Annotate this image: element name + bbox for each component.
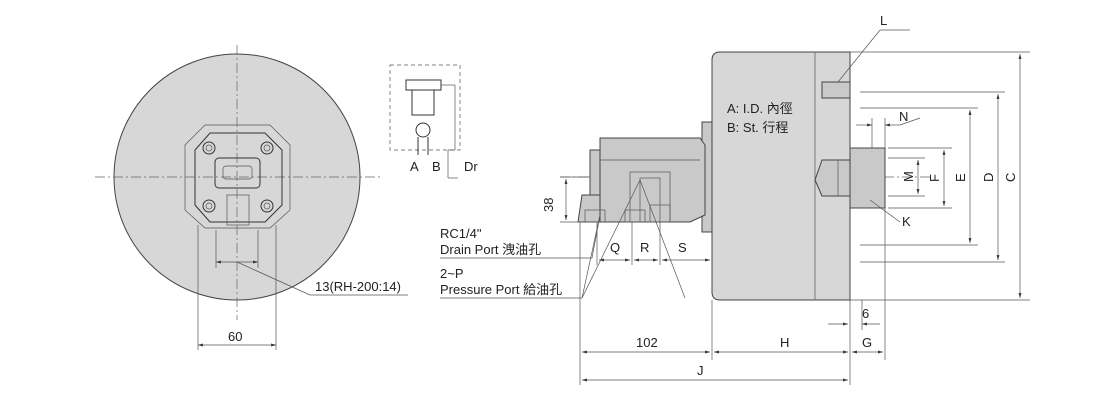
dim-h: H [780,335,789,350]
port-size-note: 13(RH-200:14) [315,279,401,294]
valve-block-outline [194,132,283,223]
dim-c: C [1003,173,1018,182]
front-view [95,45,408,350]
dim-j: J [697,363,704,378]
pressure-port-count: 2~P [440,266,464,281]
piston-rod [849,147,886,209]
dim-s: S [678,240,687,255]
dim-k: K [902,214,911,229]
note-inner-diameter: A: I.D. 內徑 [727,101,793,116]
dim-l: L [880,13,887,28]
drain-port-label: Drain Port 洩油孔 [440,242,541,257]
width-dimension: 60 [228,329,242,344]
dim-6: 6 [862,306,869,321]
symbol-port-dr: Dr [464,159,478,174]
note-stroke: B: St. 行程 [727,120,788,135]
dim-102: 102 [636,335,658,350]
dim-e: E [953,173,968,182]
dim-q: Q [610,240,620,255]
dim-m: M [901,171,916,182]
dim-n: N [899,109,908,124]
cylinder-body [711,51,851,301]
dim-r: R [640,240,649,255]
drain-port-size: RC1/4" [440,226,482,241]
pressure-port-label: Pressure Port 給油孔 [440,282,562,297]
symbol-port-b: B [432,159,441,174]
hydraulic-symbol [389,64,461,179]
dim-38: 38 [541,198,556,212]
valve-body [599,137,706,223]
dim-d: D [981,173,996,182]
dim-f: F [927,174,942,182]
dim-g: G [862,335,872,350]
symbol-port-a: A [410,159,419,174]
side-view [440,29,1030,385]
